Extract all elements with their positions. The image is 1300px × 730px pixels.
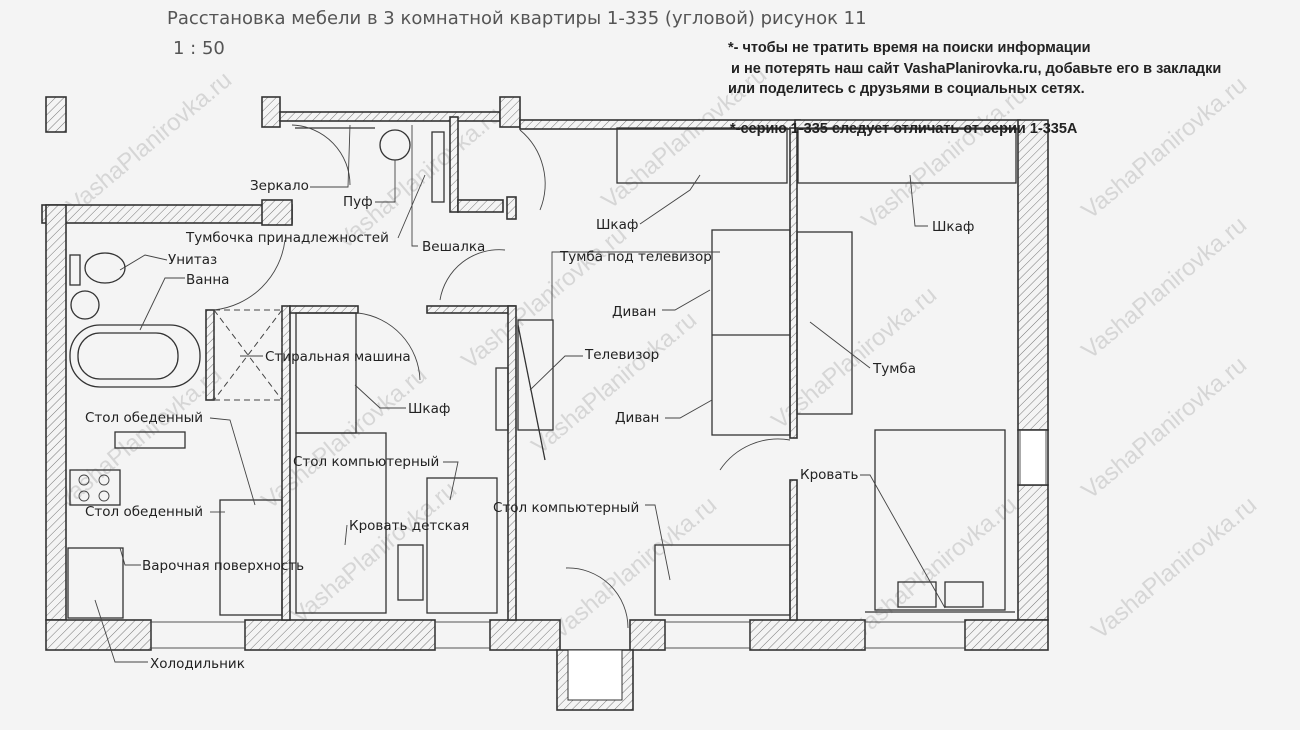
label-bed: Кровать (800, 467, 859, 483)
leader-lines (94, 124, 946, 663)
fridge (67, 547, 124, 619)
label-bath: Ванна (186, 272, 229, 288)
watermark: VashaPlanirovka.ru (857, 81, 1032, 234)
label-nightstand: Тумба (872, 361, 916, 377)
sink (70, 290, 100, 320)
label-fridge: Холодильник (150, 656, 245, 672)
watermark: VashaPlanirovka.ru (62, 66, 237, 219)
label-hob: Варочная поверхность (142, 558, 304, 574)
label-wardrobe-kids: Шкаф (408, 401, 450, 417)
label-tv-stand: Тумба под телевизор (559, 249, 712, 265)
wardrobe-bedroom (797, 127, 1017, 184)
label-mirror: Зеркало (250, 178, 309, 194)
wardrobe-kids (295, 312, 357, 434)
label-computer-desk-living: Стол компьютерный (493, 500, 639, 516)
label-sofa-1: Диван (612, 304, 656, 320)
watermark: VashaPlanirovka.ru (1087, 491, 1262, 644)
living-desk (654, 544, 791, 616)
pouf (379, 129, 411, 161)
watermark: VashaPlanirovka.ru (52, 361, 227, 514)
sofa (711, 229, 791, 436)
watermark: VashaPlanirovka.ru (1077, 351, 1252, 504)
watermark: VashaPlanirovka.ru (1077, 71, 1252, 224)
bathtub (69, 324, 201, 388)
label-sofa-2: Диван (615, 410, 659, 426)
note-line-3: или поделитесь с друзьями в социальных с… (728, 81, 1085, 97)
label-accessory-cabinet: Тумбочка принадлежностей (185, 230, 389, 246)
note-line-2: и не потерять наш сайт VashaPlanirovka.r… (731, 61, 1222, 77)
wardrobe-living (616, 127, 788, 184)
note-line-4: *-серию 1-335 следует отличать от серии … (730, 121, 1078, 137)
tv-stand (796, 231, 853, 415)
kids-bed (295, 432, 387, 614)
label-dining-table-1: Стол обеденный (85, 410, 203, 426)
label-pouf: Пуф (343, 194, 373, 210)
walls (41, 96, 1049, 711)
watermark: VashaPlanirovka.ru (287, 476, 462, 629)
watermark: VashaPlanirovka.ru (1077, 211, 1252, 364)
plan-title: Расстановка мебели в 3 комнатной квартир… (167, 8, 867, 29)
hob (69, 469, 121, 506)
label-wardrobe-living: Шкаф (596, 217, 638, 233)
note-line-1: *- чтобы не тратить время на поиски инфо… (728, 40, 1091, 56)
label-wardrobe-bedroom: Шкаф (932, 219, 974, 235)
bed (874, 429, 1006, 611)
plan-scale: 1 : 50 (173, 38, 225, 59)
label-kids-bed: Кровать детская (349, 518, 469, 534)
washing-machine (213, 309, 283, 401)
label-dining-table-2: Стол обеденный (85, 504, 203, 520)
tv (517, 324, 546, 461)
kids-desk (426, 477, 498, 614)
label-hanger: Вешалка (422, 239, 485, 255)
toilet (84, 252, 126, 284)
label-tv: Телевизор (584, 347, 659, 363)
label-washing-machine: Стиральная машина (265, 349, 411, 365)
room-labels: Зеркало Пуф Тумбочка принадлежностей Веш… (85, 178, 974, 672)
furniture (67, 124, 1017, 629)
dining-table (114, 431, 186, 449)
label-computer-desk-kids: Стол компьютерный (293, 454, 439, 470)
label-toilet: Унитаз (168, 252, 217, 268)
